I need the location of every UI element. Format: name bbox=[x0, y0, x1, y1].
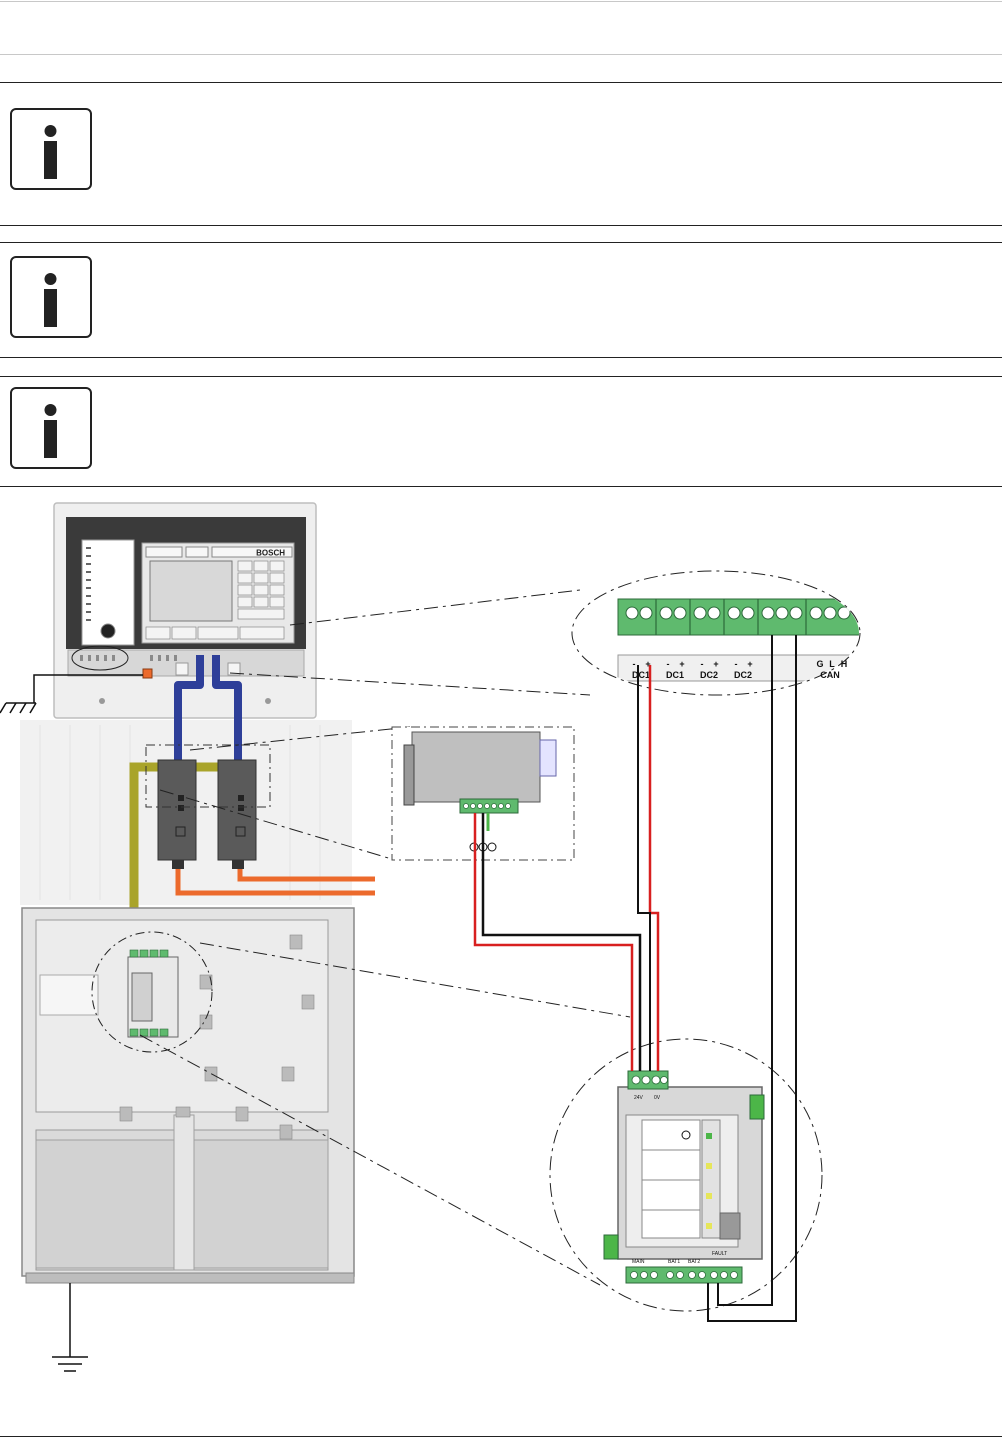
label-bat2: BAT2 bbox=[688, 1259, 700, 1265]
psu-module-callout: 24V 0V MAIN BAT1 BAT2 FAULT bbox=[549, 1038, 823, 1312]
module-detail-frame bbox=[145, 744, 271, 808]
label-can-l: L bbox=[829, 659, 835, 669]
control-panel: BOSCH bbox=[53, 502, 317, 719]
detail-callout-ring bbox=[71, 645, 129, 671]
label-can: CAN bbox=[820, 670, 840, 680]
sign-minus-1: - bbox=[633, 659, 636, 669]
notice-2-top-rule bbox=[0, 242, 1002, 243]
notice-3-box bbox=[10, 387, 92, 469]
terminal-screws bbox=[80, 655, 177, 661]
label-bat1: BAT1 bbox=[668, 1259, 680, 1265]
label-fault: FAULT bbox=[712, 1251, 727, 1257]
sign-plus-3: + bbox=[713, 659, 718, 669]
power-supply-housing bbox=[21, 907, 355, 1284]
info-icon bbox=[44, 404, 57, 458]
sign-plus-4: + bbox=[747, 659, 752, 669]
label-dc1-b: DC1 bbox=[666, 670, 684, 680]
notice-2-box bbox=[10, 256, 92, 338]
header-top-rule bbox=[0, 1, 1002, 2]
header-bottom-rule bbox=[0, 54, 1002, 55]
notice-1-bottom-rule bbox=[0, 225, 1002, 226]
psu-terminals bbox=[129, 949, 169, 1037]
sign-minus-3: - bbox=[701, 659, 704, 669]
notice-1-top-rule bbox=[0, 82, 1002, 83]
sign-minus-2: - bbox=[667, 659, 670, 669]
ground-symbol-earth bbox=[52, 1283, 88, 1372]
power-wires bbox=[473, 665, 660, 1071]
notice-3-bottom-rule bbox=[0, 486, 1002, 487]
wiring-diagram: BOSCH bbox=[0, 502, 861, 1372]
ground-lug bbox=[142, 668, 153, 679]
keypad bbox=[145, 560, 285, 640]
blue-cables bbox=[174, 655, 242, 760]
leader-lines bbox=[139, 589, 631, 1286]
notice-3-top-rule bbox=[0, 376, 1002, 377]
interface-modules bbox=[157, 759, 257, 869]
label-dc2-b: DC2 bbox=[734, 670, 752, 680]
sign-plus-1: + bbox=[645, 659, 650, 669]
label-dc2-a: DC2 bbox=[700, 670, 718, 680]
label-24v: 24V bbox=[634, 1095, 644, 1101]
led-marks bbox=[86, 547, 91, 621]
notice-1-box bbox=[10, 108, 92, 190]
sign-minus-4: - bbox=[735, 659, 738, 669]
key-switch-icon bbox=[100, 623, 116, 639]
sign-plus-2: + bbox=[679, 659, 684, 669]
page-bottom-rule bbox=[0, 1436, 1002, 1437]
brand-logo: BOSCH bbox=[256, 549, 285, 558]
label-main: MAIN bbox=[632, 1259, 645, 1265]
label-can-h: H bbox=[841, 659, 848, 669]
olive-cable bbox=[129, 762, 238, 945]
orange-cables bbox=[175, 869, 375, 896]
terminal-callout: - + - + - + - + DC1 DC1 DC2 DC2 G L H CA… bbox=[571, 570, 861, 696]
psu-detail-ring bbox=[91, 931, 213, 1053]
label-0v: 0V bbox=[654, 1095, 661, 1101]
fault-relay-wires bbox=[707, 635, 797, 1322]
label-dc1-a: DC1 bbox=[632, 670, 650, 680]
label-can-g: G bbox=[816, 659, 823, 669]
info-icon bbox=[44, 273, 57, 327]
display-screen bbox=[149, 560, 233, 622]
notice-2-bottom-rule bbox=[0, 357, 1002, 358]
psu-unit-detail bbox=[391, 726, 575, 861]
ground-symbol-chassis bbox=[0, 674, 143, 714]
info-icon bbox=[44, 125, 57, 179]
